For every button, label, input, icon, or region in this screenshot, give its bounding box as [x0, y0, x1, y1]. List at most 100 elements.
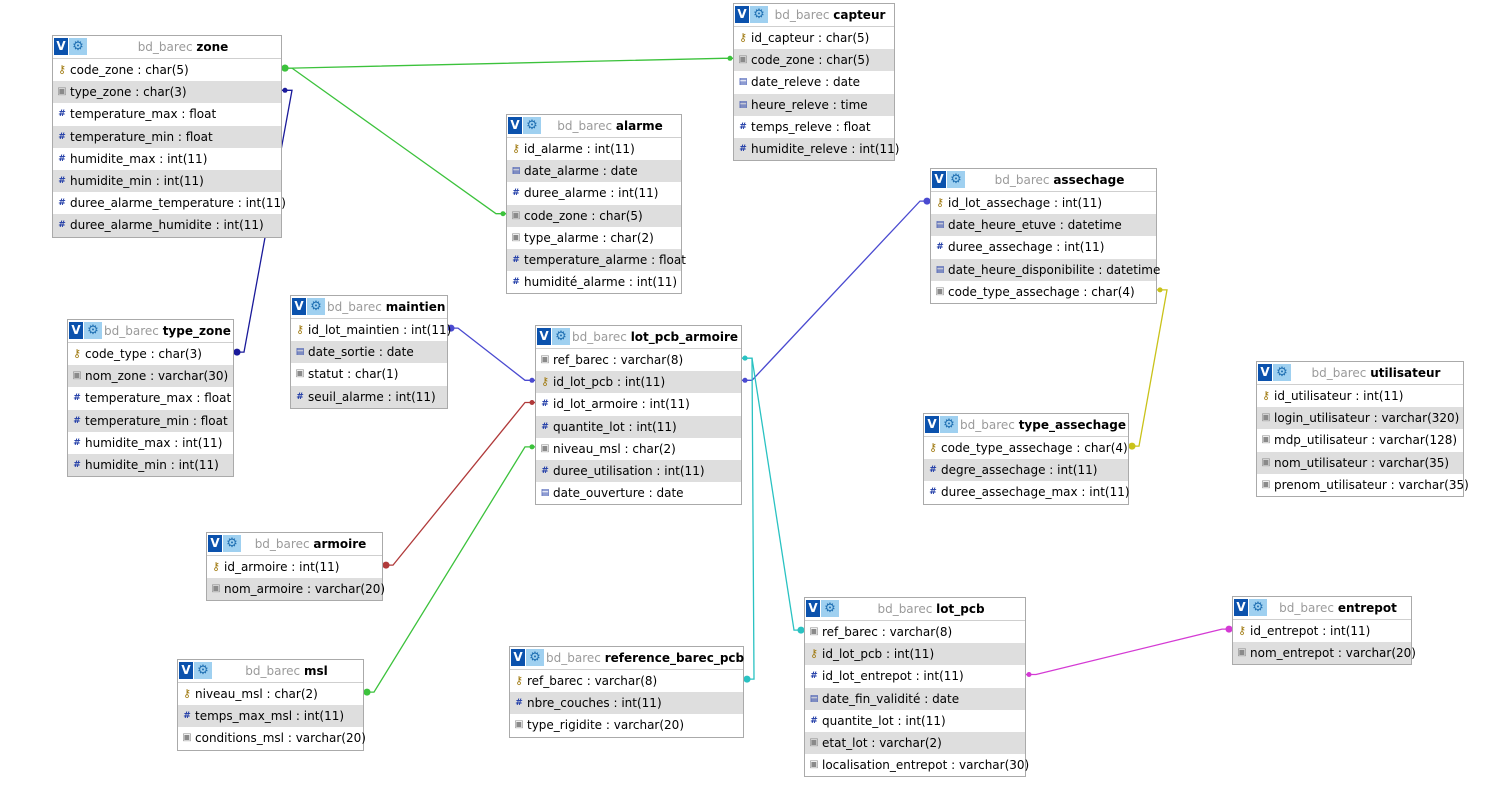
column-row[interactable]: ⚷id_utilisateur : int(11)	[1257, 385, 1463, 407]
gear-icon[interactable]: ⚙	[552, 328, 570, 345]
column-row[interactable]: ▤date_heure_disponibilite : datetime	[931, 258, 1160, 281]
column-row[interactable]: ⚷code_type : char(3)	[68, 343, 233, 365]
column-row[interactable]: ▣ref_barec : varchar(8)	[536, 349, 741, 371]
toggle-columns-button[interactable]: V	[806, 600, 820, 617]
gear-icon[interactable]: ⚙	[194, 662, 212, 679]
column-row[interactable]: #humidite_releve : int(11)	[734, 137, 899, 161]
column-row[interactable]: ⚷ref_barec : varchar(8)	[510, 670, 743, 692]
column-row[interactable]: #temps_max_msl : int(11)	[178, 705, 363, 728]
column-row[interactable]: #temps_releve : float	[734, 116, 894, 138]
table-header[interactable]: V⚙bd_barec lot_pcb	[805, 598, 1025, 621]
column-row[interactable]: #seuil_alarme : int(11)	[291, 385, 447, 408]
gear-icon[interactable]: ⚙	[84, 322, 102, 339]
table-header[interactable]: V⚙bd_barec assechage	[931, 169, 1156, 192]
table-capteur[interactable]: V⚙bd_barec capteur⚷id_capteur : char(5)▣…	[733, 3, 899, 162]
toggle-columns-button[interactable]: V	[511, 649, 525, 666]
column-row[interactable]: #degre_assechage : int(11)	[924, 459, 1128, 482]
gear-icon[interactable]: ⚙	[523, 117, 541, 134]
table-alarme[interactable]: V⚙bd_barec alarme⚷id_alarme : int(11)▤da…	[506, 114, 686, 295]
column-row[interactable]: #duree_assechage_max : int(11)	[924, 481, 1129, 503]
column-row[interactable]: ▤date_heure_etuve : datetime	[931, 214, 1156, 237]
column-row[interactable]: ▣code_type_assechage : char(4)	[931, 281, 1156, 303]
column-row[interactable]: #humidite_max : int(11)	[68, 432, 233, 454]
gear-icon[interactable]: ⚙	[307, 298, 325, 315]
column-row[interactable]: ▣conditions_msl : varchar(20)	[178, 727, 366, 749]
column-row[interactable]: #humidite_min : int(11)	[53, 169, 281, 193]
toggle-columns-button[interactable]: V	[735, 6, 749, 23]
column-row[interactable]: #quantite_lot : int(11)	[536, 415, 741, 438]
column-row[interactable]: ▣type_rigidite : varchar(20)	[510, 714, 743, 736]
column-row[interactable]: ▣type_alarme : char(2)	[507, 227, 681, 249]
column-row[interactable]: ⚷id_entrepot : int(11)	[1233, 620, 1411, 642]
column-row[interactable]: #temperature_alarme : float	[507, 248, 686, 272]
column-row[interactable]: ▣statut : char(1)	[291, 363, 447, 385]
column-row[interactable]: ▣ref_barec : varchar(8)	[805, 621, 1025, 643]
column-row[interactable]: ▣mdp_utilisateur : varchar(128)	[1257, 429, 1463, 451]
column-row[interactable]: ▣nom_entrepot : varchar(20)	[1233, 642, 1416, 665]
table-type_assechage[interactable]: V⚙bd_barec type_assechage⚷code_type_asse…	[923, 413, 1130, 505]
column-row[interactable]: ▤date_releve : date	[734, 71, 894, 93]
column-row[interactable]: #duree_alarme_humidite : int(11)	[53, 214, 281, 237]
gear-icon[interactable]: ⚙	[1249, 599, 1267, 616]
column-row[interactable]: #humidite_min : int(11)	[68, 453, 233, 477]
column-row[interactable]: ⚷id_alarme : int(11)	[507, 138, 681, 160]
column-row[interactable]: ▣etat_lot : varchar(2)	[805, 731, 1025, 755]
column-row[interactable]: #id_lot_entrepot : int(11)	[805, 665, 1025, 687]
column-row[interactable]: ▣type_zone : char(3)	[53, 81, 281, 104]
gear-icon[interactable]: ⚙	[940, 416, 958, 433]
table-header[interactable]: V⚙bd_barec msl	[178, 660, 363, 683]
table-lot_pcb[interactable]: V⚙bd_barec lot_pcb▣ref_barec : varchar(8…	[804, 597, 1029, 778]
table-header[interactable]: V⚙bd_barec type_zone	[68, 320, 233, 343]
gear-icon[interactable]: ⚙	[1273, 364, 1291, 381]
column-row[interactable]: #temperature_max : float	[53, 103, 281, 125]
table-lot_pcb_armoire[interactable]: V⚙bd_barec lot_pcb_armoire▣ref_barec : v…	[535, 325, 742, 506]
table-msl[interactable]: V⚙bd_barec msl⚷niveau_msl : char(2)#temp…	[177, 659, 366, 751]
column-row[interactable]: ⚷id_capteur : char(5)	[734, 27, 894, 49]
column-row[interactable]: ⚷niveau_msl : char(2)	[178, 683, 363, 705]
column-row[interactable]: ▤date_sortie : date	[291, 341, 447, 364]
column-row[interactable]: ▤date_fin_validité : date	[805, 687, 1025, 710]
toggle-columns-button[interactable]: V	[925, 416, 939, 433]
table-header[interactable]: V⚙bd_barec reference_barec_pcb	[510, 647, 744, 670]
column-row[interactable]: ⚷id_lot_maintien : int(11)	[291, 319, 451, 341]
table-header[interactable]: V⚙bd_barec zone	[53, 36, 281, 59]
column-row[interactable]: #temperature_min : float	[68, 409, 233, 432]
table-reference_barec_pcb[interactable]: V⚙bd_barec reference_barec_pcb⚷ref_barec…	[509, 646, 744, 738]
column-row[interactable]: ⚷id_lot_pcb : int(11)	[805, 643, 1025, 666]
gear-icon[interactable]: ⚙	[526, 649, 544, 666]
column-row[interactable]: #humidité_alarme : int(11)	[507, 271, 681, 293]
toggle-columns-button[interactable]: V	[54, 38, 68, 55]
gear-icon[interactable]: ⚙	[750, 6, 768, 23]
table-header[interactable]: V⚙bd_barec capteur	[734, 4, 894, 27]
column-row[interactable]: ▣code_zone : char(5)	[507, 204, 681, 227]
column-row[interactable]: ▣localisation_entrepot : varchar(30)	[805, 754, 1029, 776]
toggle-columns-button[interactable]: V	[508, 117, 522, 134]
column-row[interactable]: #humidite_max : int(11)	[53, 148, 281, 170]
column-row[interactable]: #duree_utilisation : int(11)	[536, 459, 741, 483]
table-armoire[interactable]: V⚙bd_barec armoire⚷id_armoire : int(11)▣…	[206, 532, 385, 602]
table-entrepot[interactable]: V⚙bd_barec entrepot⚷id_entrepot : int(11…	[1232, 596, 1416, 666]
gear-icon[interactable]: ⚙	[69, 38, 87, 55]
column-row[interactable]: ▣niveau_msl : char(2)	[536, 438, 741, 460]
column-row[interactable]: ▣nom_zone : varchar(30)	[68, 365, 233, 388]
table-header[interactable]: V⚙bd_barec armoire	[207, 533, 382, 556]
toggle-columns-button[interactable]: V	[69, 322, 83, 339]
table-utilisateur[interactable]: V⚙bd_barec utilisateur⚷id_utilisateur : …	[1256, 361, 1469, 497]
table-header[interactable]: V⚙bd_barec entrepot	[1233, 597, 1411, 620]
toggle-columns-button[interactable]: V	[932, 171, 946, 188]
column-row[interactable]: #nbre_couches : int(11)	[510, 692, 743, 715]
toggle-columns-button[interactable]: V	[208, 535, 222, 552]
column-row[interactable]: #temperature_min : float	[53, 125, 281, 148]
table-header[interactable]: V⚙bd_barec maintien	[291, 296, 447, 319]
column-row[interactable]: #quantite_lot : int(11)	[805, 710, 1025, 732]
column-row[interactable]: ⚷id_armoire : int(11)	[207, 556, 382, 578]
table-header[interactable]: V⚙bd_barec utilisateur	[1257, 362, 1463, 385]
gear-icon[interactable]: ⚙	[821, 600, 839, 617]
table-maintien[interactable]: V⚙bd_barec maintien⚷id_lot_maintien : in…	[290, 295, 451, 409]
column-row[interactable]: #duree_alarme_temperature : int(11)	[53, 192, 286, 214]
table-zone[interactable]: V⚙bd_barec zone⚷code_zone : char(5)▣type…	[52, 35, 286, 238]
column-row[interactable]: ⚷id_lot_assechage : int(11)	[931, 192, 1156, 214]
toggle-columns-button[interactable]: V	[1258, 364, 1272, 381]
table-header[interactable]: V⚙bd_barec alarme	[507, 115, 681, 138]
